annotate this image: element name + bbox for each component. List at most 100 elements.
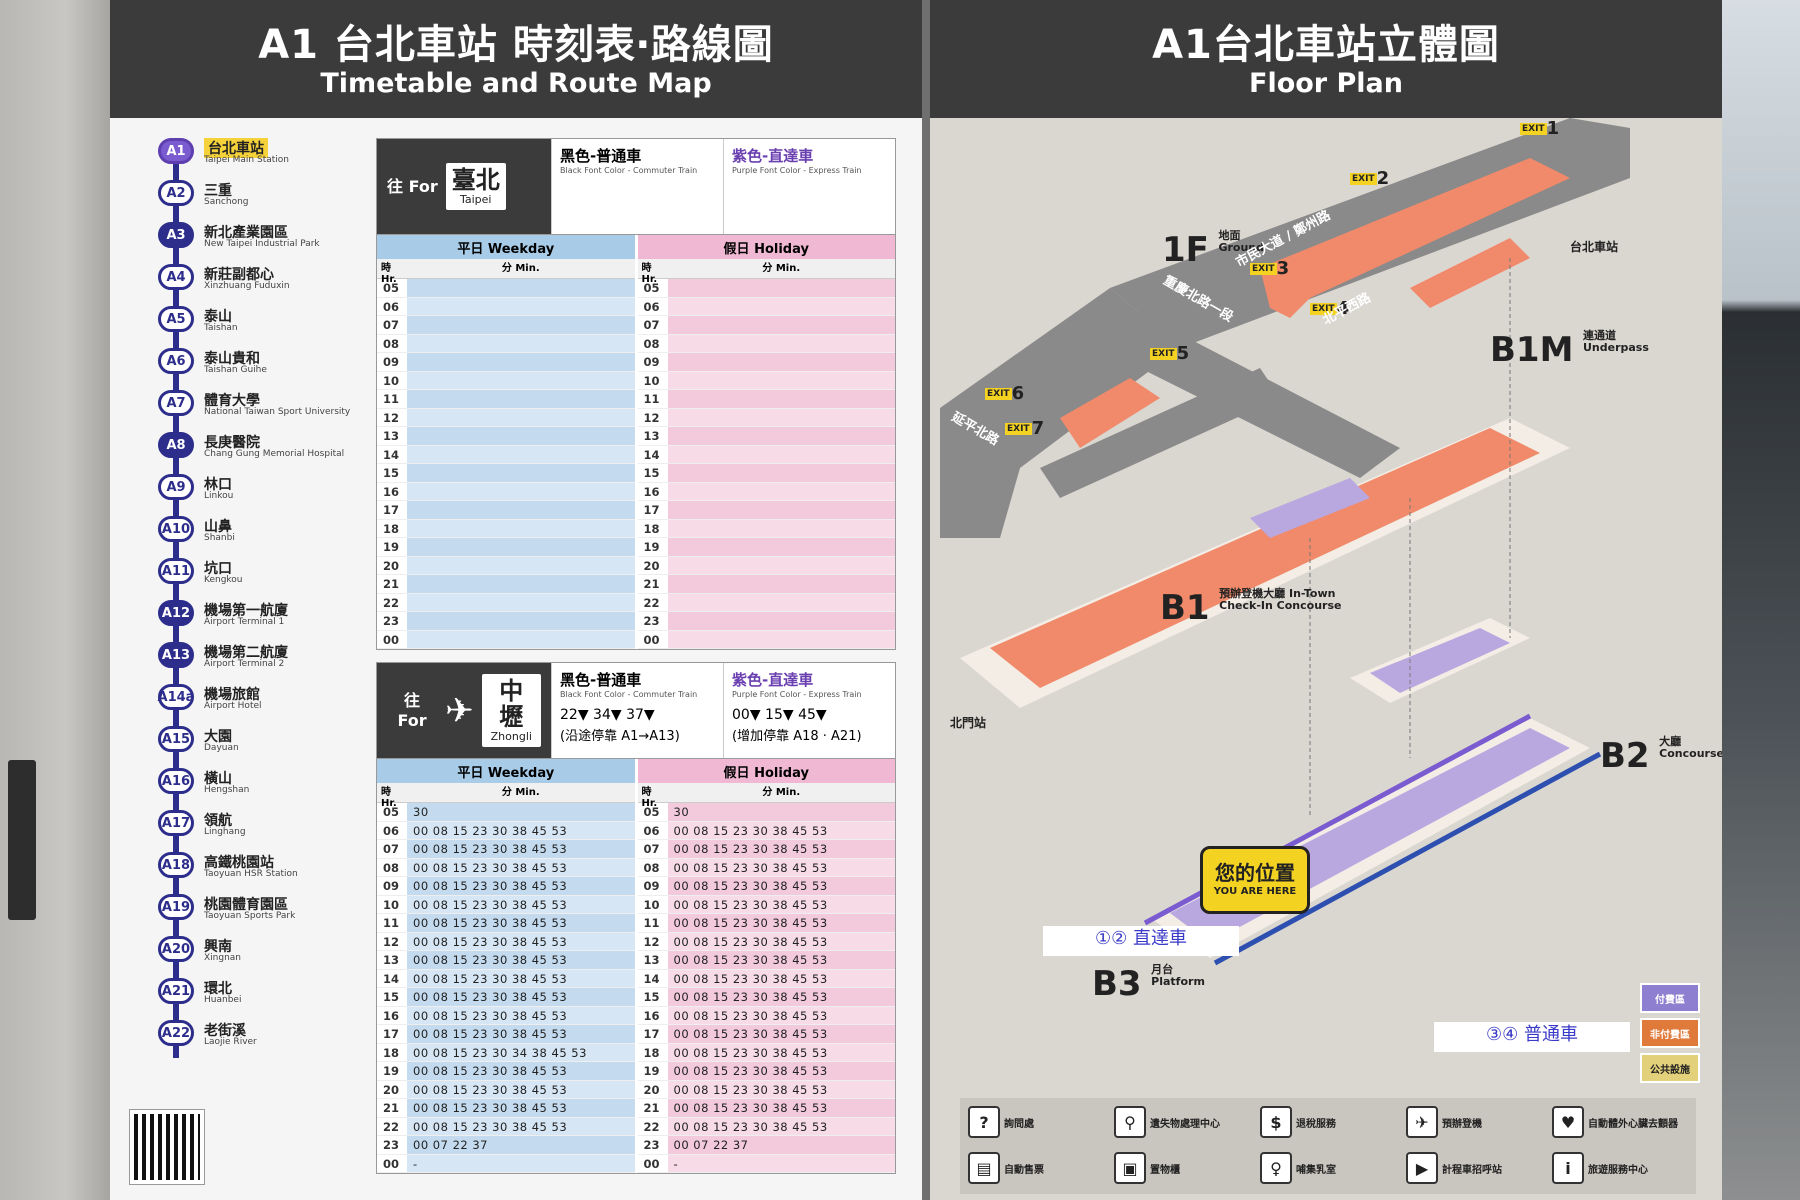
hour-cell: 13: [643, 429, 660, 443]
station-name-zh: 坑口: [204, 561, 232, 577]
minutes-cell: [667, 445, 895, 463]
minutes-cell: [667, 519, 895, 537]
dest-taipei: 臺北 Taipei: [445, 163, 506, 210]
hour-cell: 06: [383, 823, 400, 838]
hour-cell: 05: [383, 805, 400, 819]
minutes-cell: [407, 464, 635, 482]
minutes-cell: 00 08 15 23 30 38 45 53: [407, 1117, 635, 1135]
hour-cell: 10: [383, 897, 400, 912]
station-name-zh: 老街溪: [204, 1023, 246, 1039]
area-1f-main: [1260, 158, 1570, 318]
hour-cell: 19: [383, 540, 400, 554]
commuter-type: 黑色-普通車 Black Font Color - Commuter Train…: [551, 663, 723, 758]
minutes-cell: [667, 482, 895, 500]
station-name-zh: 山鼻: [204, 519, 232, 535]
side-station-label: 台北車站: [1570, 240, 1619, 254]
timetable-row: 14: [377, 445, 635, 464]
minutes-cell: 00 08 15 23 30 38 45 53: [407, 988, 635, 1006]
for-box-zhongli: 往 For ✈ 中壢 Zhongli: [377, 663, 551, 758]
hour-cell: 12: [643, 934, 660, 949]
hour-cell: 07: [383, 318, 400, 332]
level-b3: B3 月台 Platform: [1092, 964, 1205, 1005]
level-b2-sub: 大廳 Concourse: [1659, 735, 1722, 760]
hour-cell: 11: [383, 916, 400, 930]
minutes-cell: 00 08 15 23 30 38 45 53: [407, 914, 635, 932]
timetable-row: 17: [637, 501, 895, 520]
minutes-cell: 00 08 15 23 30 38 45 53: [667, 858, 895, 876]
station-name-en: Taishan: [204, 323, 238, 333]
hour-cell: 14: [383, 971, 400, 986]
timetable-row: 21: [377, 575, 635, 594]
level-1f-sub: 地面 Ground: [1218, 229, 1265, 254]
express-platform-label: ①② 直達車: [1043, 926, 1239, 956]
hour-cell: 09: [643, 879, 660, 893]
station-name-en: Taishan Guihe: [204, 365, 267, 375]
timetable-row: 09: [637, 353, 895, 372]
station-name-en: Laojie River: [204, 1037, 257, 1047]
station-name-en: National Taiwan Sport University: [204, 407, 351, 417]
hour-cell: 12: [383, 410, 400, 425]
station-name-en: Sanchong: [204, 197, 249, 207]
station-name-zh: 環北: [204, 981, 232, 997]
minutes-cell: [667, 501, 895, 519]
timetable-row: 00: [637, 630, 895, 649]
timetable-title-en: Timetable and Route Map: [320, 68, 712, 99]
dest-zh: 臺北: [451, 166, 500, 194]
hour-cell: 00: [383, 632, 400, 647]
qr-code[interactable]: [129, 1109, 205, 1185]
timetable-row: 22: [637, 593, 895, 612]
legend-unpaid-area: 非付費區: [1640, 1018, 1700, 1048]
facility-icon: ?: [968, 1106, 1000, 1138]
hour-cell: 22: [383, 1119, 400, 1134]
minutes-cell: 00 08 15 23 30 38 45 53: [407, 951, 635, 969]
timetable-row: 13: [637, 427, 895, 446]
hour-cell: 11: [383, 392, 400, 406]
minutes-cell: [667, 630, 895, 648]
express-times: 00▼ 15▼ 45▼: [732, 707, 827, 723]
hour-cell: 20: [643, 558, 660, 573]
minutes-cell: [407, 353, 635, 371]
minutes-cell: -: [667, 1154, 895, 1172]
hour-cell: 15: [643, 466, 660, 480]
timetable-zhongli-header: 往 For ✈ 中壢 Zhongli 黑色-普通車 Black Font Col…: [377, 663, 895, 759]
hour-cell: 18: [643, 521, 660, 536]
hour-cell: 15: [383, 990, 400, 1004]
hour-cell: 18: [383, 1045, 400, 1060]
station-name-en: Xinzhuang Fuduxin: [204, 281, 290, 291]
minutes-cell: 00 08 15 23 30 38 45 53: [667, 1062, 895, 1080]
minutes-cell: 00 08 15 23 30 38 45 53: [667, 1006, 895, 1024]
station-name-zh: 大園: [204, 729, 232, 745]
minutes-cell: 00 08 15 23 30 38 45 53: [407, 1025, 635, 1043]
minutes-cell: [667, 612, 895, 630]
minutes-cell: [667, 538, 895, 556]
minutes-cell: 00 08 15 23 30 38 45 53: [667, 988, 895, 1006]
legend-item: ▤自動售票: [968, 1152, 1044, 1184]
station-code: A16: [158, 768, 194, 794]
hour-cell: 07: [383, 842, 400, 856]
timetable-row: 12: [377, 408, 635, 427]
station-name-en: Airport Terminal 2: [204, 659, 285, 669]
weekday-subhead: 時 Hr. 分 Min.: [377, 259, 635, 285]
minutes-cell: [407, 408, 635, 426]
hour-cell: 16: [643, 1008, 660, 1023]
area-b1-checkin: [1250, 478, 1370, 538]
minutes-cell: 00 08 15 23 30 38 45 53: [667, 1080, 895, 1098]
legend-public-facility: 公共設施: [1640, 1053, 1700, 1083]
hour-cell: 20: [643, 1082, 660, 1097]
timetable-row: 11: [377, 390, 635, 409]
hr-label: 時 Hr.: [381, 787, 397, 809]
station-name-zh: 林口: [204, 477, 232, 493]
